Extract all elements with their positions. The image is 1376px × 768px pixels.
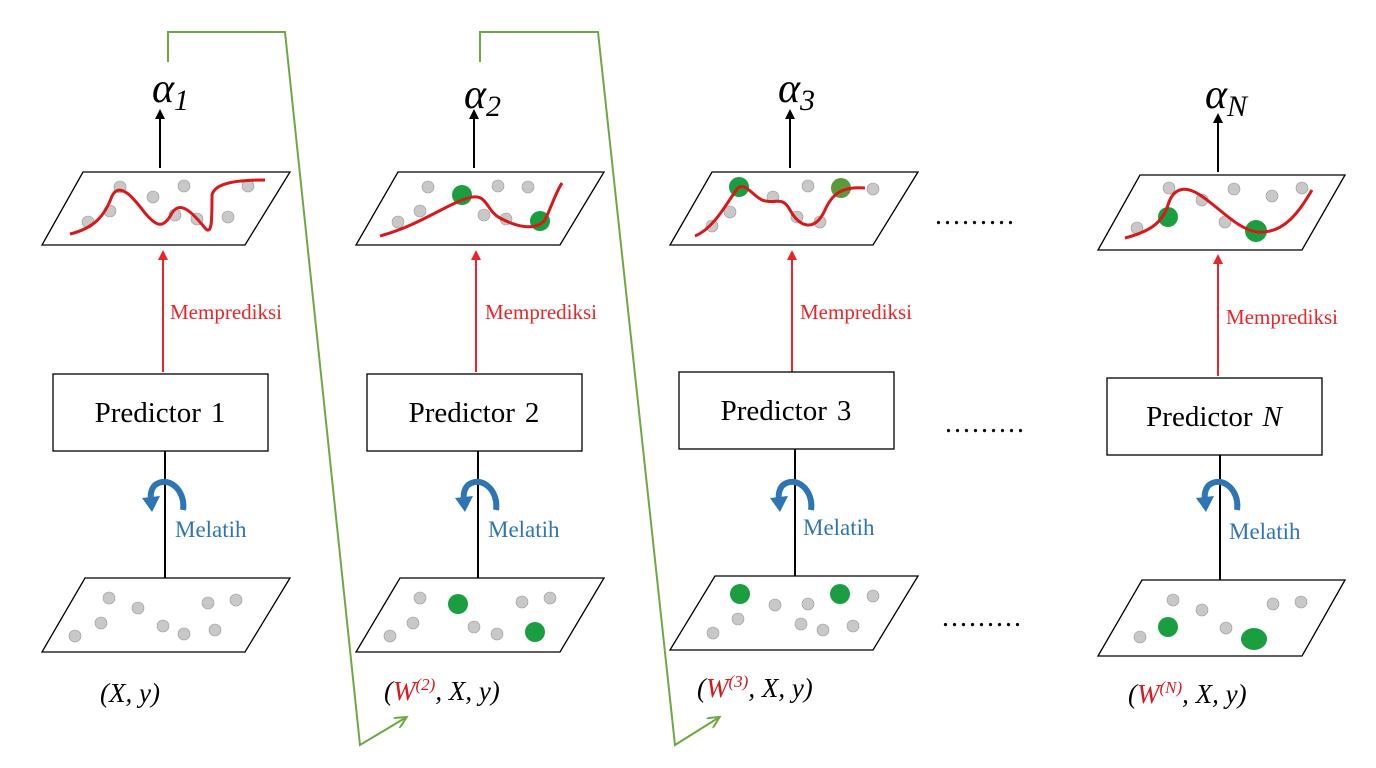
predictor-num-3: 3 — [837, 395, 852, 427]
feedback-line-1-to-2 — [167, 31, 405, 747]
train-label-1: Melatih — [175, 517, 247, 542]
prediction-curve-3 — [694, 185, 866, 238]
ellipsis-top: ......... — [935, 200, 1016, 231]
prediction-plane-3 — [668, 171, 920, 246]
data-points-1 — [68, 591, 243, 643]
stage-3: α3 Memprediksi Predictor 3 Melatih — [668, 66, 920, 703]
prediction-plane-n — [1096, 174, 1347, 251]
alpha-1: α1 — [152, 66, 189, 117]
ellipsis-middle: ......... — [945, 408, 1026, 439]
train-label-n: Melatih — [1229, 519, 1301, 544]
alpha-3: α3 — [778, 66, 815, 117]
predictor-label-2: Predictor — [409, 397, 516, 429]
data-plane-3 — [668, 575, 920, 651]
prediction-curve-2 — [379, 182, 564, 238]
feedback-line-2-to-3 — [479, 31, 718, 747]
curved-arrow-icon — [142, 478, 187, 512]
predictor-label-n: Predictor — [1146, 401, 1253, 433]
prediction-plane-2 — [354, 171, 606, 246]
data-plane-2 — [354, 577, 606, 653]
predictor-box-3: Predictor 3 — [678, 371, 895, 450]
data-points-n — [1133, 593, 1308, 644]
predict-label-2: Memprediksi — [485, 300, 597, 324]
prediction-plane-1 — [40, 171, 292, 246]
alpha-2: α2 — [464, 72, 501, 123]
prediction-points-n — [1130, 181, 1309, 235]
curved-arrow-icon — [455, 478, 500, 512]
data-label-n: (W(N), X, y) — [1128, 678, 1247, 709]
data-points-2 — [383, 591, 557, 643]
data-label-1: (X, y) — [100, 678, 160, 708]
curved-arrow-icon — [770, 478, 815, 512]
data-points-3 — [706, 589, 880, 640]
predictor-num-n: N — [1261, 401, 1283, 433]
predictor-label-3: Predictor — [721, 395, 828, 427]
predict-label-1: Memprediksi — [170, 300, 282, 324]
data-highlight-points-n — [1158, 617, 1267, 650]
train-label-3: Melatih — [803, 515, 875, 540]
predictor-box-1: Predictor 1 — [52, 373, 269, 452]
data-label-2: (W(2), X, y) — [384, 675, 500, 706]
curved-arrow-icon — [1196, 478, 1241, 512]
prediction-curve-1 — [69, 178, 266, 236]
data-label-3: (W(3), X, y) — [697, 672, 813, 703]
stage-1: α1 Memprediksi Predictor 1 Melatih — [40, 66, 292, 708]
ellipsis-bottom: ......... — [942, 602, 1023, 633]
predict-label-3: Memprediksi — [800, 300, 912, 324]
data-plane-1 — [40, 577, 292, 653]
train-label-2: Melatih — [488, 517, 560, 542]
prediction-curve-n — [1124, 187, 1314, 240]
predictor-num-2: 2 — [525, 397, 540, 429]
predictor-box-2: Predictor 2 — [366, 373, 583, 452]
predict-label-n: Memprediksi — [1226, 305, 1338, 329]
stage-2: α2 Memprediksi Predictor 2 Melatih — [354, 72, 606, 706]
predictor-num-1: 1 — [211, 397, 226, 429]
alpha-n: αN — [1205, 72, 1249, 123]
data-highlight-points-3 — [730, 584, 850, 604]
predictor-label-1: Predictor — [95, 397, 202, 429]
data-plane-n — [1096, 579, 1347, 657]
data-highlight-points-2 — [448, 594, 545, 642]
